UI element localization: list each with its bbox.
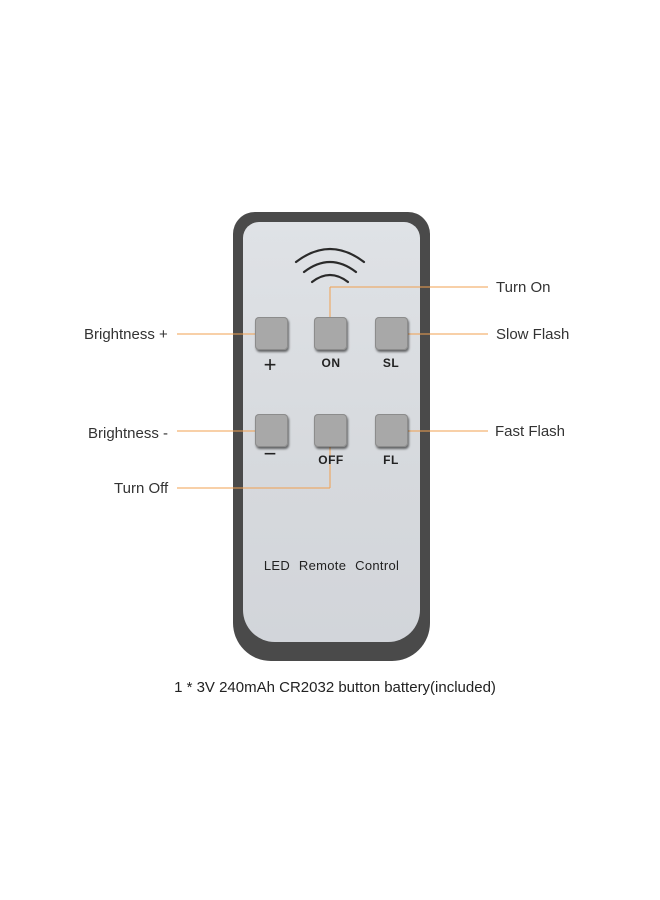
- callout-fast-flash: Fast Flash: [495, 423, 566, 440]
- off-button-label: OFF: [318, 453, 344, 467]
- fast-flash-button-label: FL: [383, 453, 399, 467]
- off-button[interactable]: [314, 414, 347, 447]
- on-button[interactable]: [314, 317, 347, 350]
- callout-turn-on: Turn On: [496, 279, 551, 296]
- battery-note: 1 * 3V 240mAh CR2032 button battery(incl…: [174, 679, 496, 696]
- brightness-up-button[interactable]: [255, 317, 288, 350]
- fast-flash-button[interactable]: [375, 414, 408, 447]
- on-button-label: ON: [321, 356, 341, 370]
- minus-symbol: −: [263, 441, 277, 466]
- remote-brand-label: LED Remote Control: [263, 558, 400, 573]
- slow-flash-button-label: SL: [382, 356, 400, 370]
- callout-brightness-plus: Brightness +: [84, 326, 168, 343]
- wireless-signal-icon: [294, 248, 366, 284]
- callout-slow-flash: Slow Flash: [496, 326, 570, 343]
- brightness-down-button[interactable]: [255, 414, 288, 447]
- slow-flash-button[interactable]: [375, 317, 408, 350]
- plus-symbol: +: [263, 352, 277, 377]
- callout-turn-off: Turn Off: [114, 480, 169, 497]
- callout-brightness-minus: Brightness -: [88, 425, 169, 442]
